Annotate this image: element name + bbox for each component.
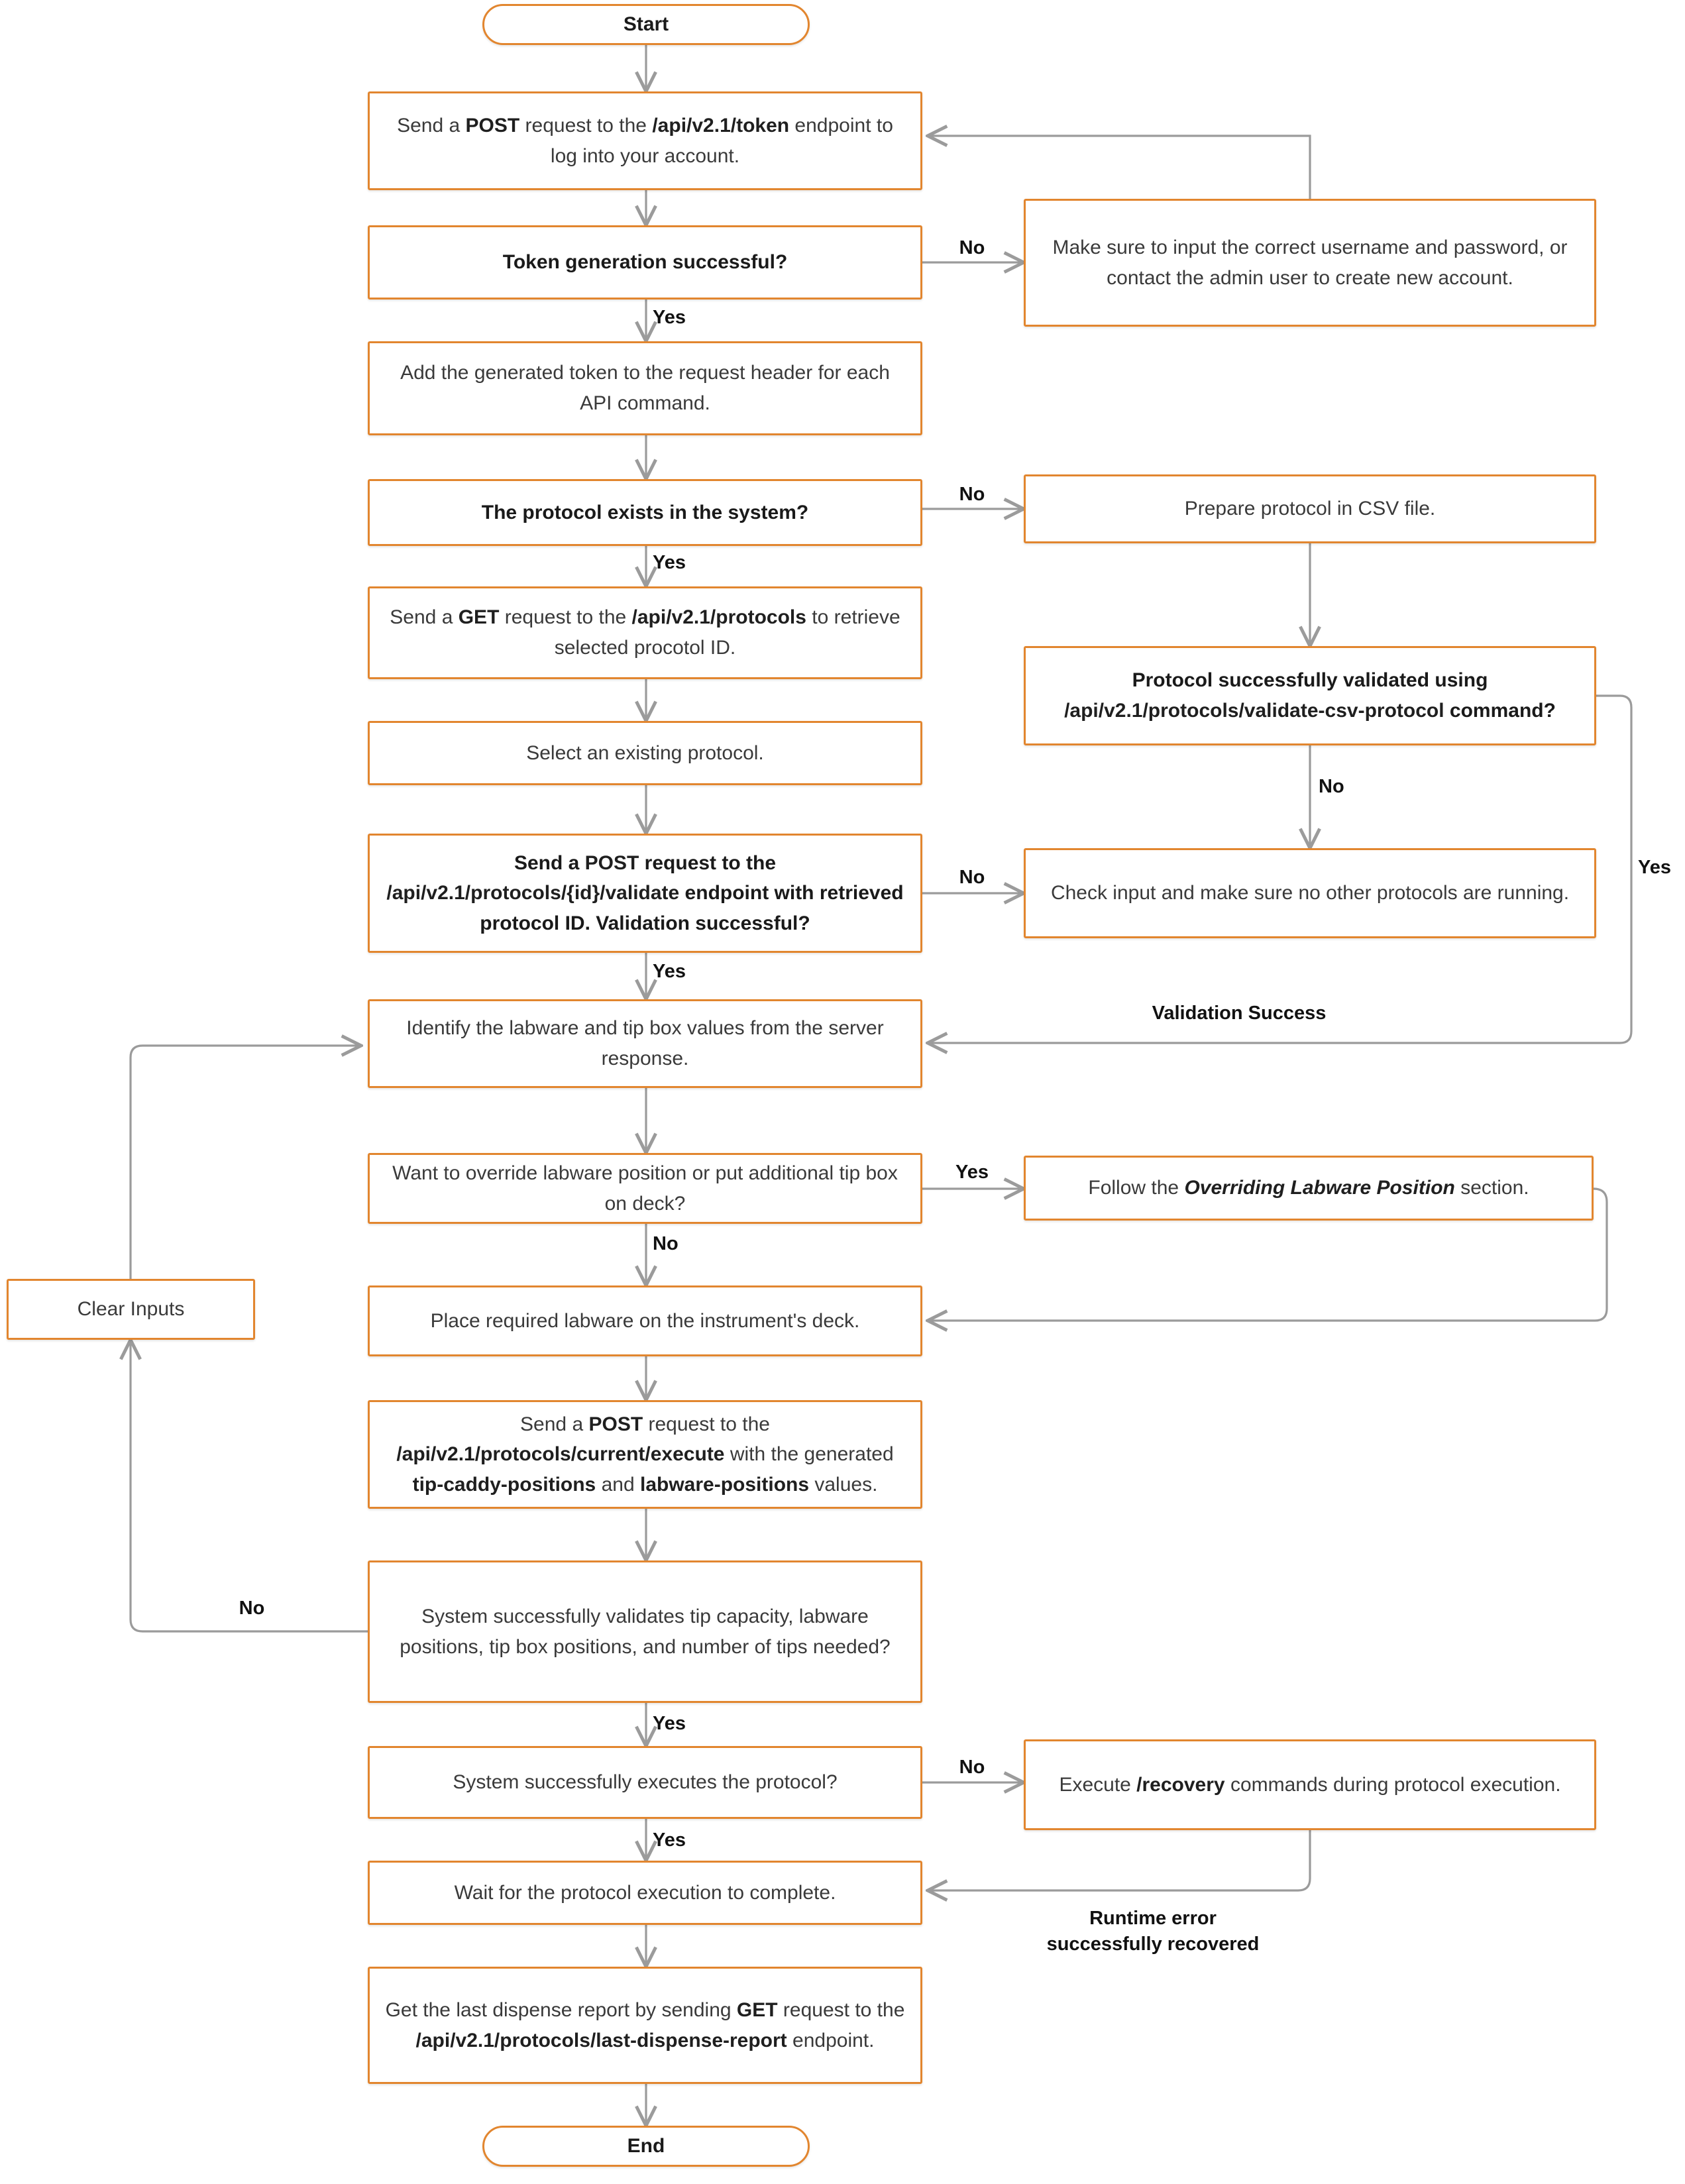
node-end[interactable]: End xyxy=(482,2126,810,2167)
edge-label-validate-csv-no: No xyxy=(1319,776,1344,797)
node-token-generation-successful[interactable]: Token generation successful? xyxy=(368,225,922,300)
node-want-override-labware-text: Want to override labware position or put… xyxy=(392,1162,898,1215)
node-start-label: Start xyxy=(623,13,669,36)
edge-system-validates-no xyxy=(131,1340,368,1633)
edge-label-system-validates-no: No xyxy=(239,1598,265,1619)
node-place-labware[interactable]: Place required labware on the instrument… xyxy=(368,1285,922,1356)
edge-label-protocol-exists-yes: Yes xyxy=(653,552,686,573)
node-protocol-exists[interactable]: The protocol exists in the system? xyxy=(368,479,922,546)
node-post-execute-text: Send a POST request to the /api/v2.1/pro… xyxy=(396,1413,894,1496)
node-select-existing-protocol[interactable]: Select an existing protocol. xyxy=(368,721,922,785)
edge-label-override-yes: Yes xyxy=(955,1162,989,1183)
edge-label-validate-csv-yes: Yes xyxy=(1638,857,1671,878)
node-validate-csv-protocol-text: Protocol successfully validated using /a… xyxy=(1064,669,1556,722)
node-token-failure-help[interactable]: Make sure to input the correct username … xyxy=(1024,199,1596,327)
node-check-input-text: Check input and make sure no other proto… xyxy=(1050,882,1570,904)
node-follow-overriding-section[interactable]: Follow the Overriding Labware Position s… xyxy=(1024,1156,1594,1221)
node-post-validate-protocol-text: Send a POST request to the /api/v2.1/pro… xyxy=(386,851,904,934)
node-post-execute[interactable]: Send a POST request to the /api/v2.1/pro… xyxy=(368,1400,922,1509)
node-clear-inputs-text: Clear Inputs xyxy=(77,1298,185,1321)
node-identify-labware-text: Identify the labware and tip box values … xyxy=(406,1017,884,1069)
edge-label-system-executes-yes: Yes xyxy=(653,1829,686,1851)
node-system-executes-text: System successfully executes the protoco… xyxy=(453,1771,838,1794)
edge-label-protocol-exists-no: No xyxy=(959,484,985,505)
edge-label-validation-success: Validation Success xyxy=(1152,1003,1327,1024)
edge-label-token-yes: Yes xyxy=(653,307,686,328)
edge-label-system-validates-yes: Yes xyxy=(653,1713,686,1734)
edge-label-system-executes-no: No xyxy=(959,1757,985,1778)
node-post-token[interactable]: Send a POST request to the /api/v2.1/tok… xyxy=(368,91,922,190)
node-token-generation-successful-text: Token generation successful? xyxy=(502,251,788,274)
node-follow-overriding-section-text: Follow the Overriding Labware Position s… xyxy=(1088,1177,1529,1199)
node-execute-recovery[interactable]: Execute /recovery commands during protoc… xyxy=(1024,1739,1596,1830)
node-add-token-header-text: Add the generated token to the request h… xyxy=(400,362,890,414)
node-post-token-text: Send a POST request to the /api/v2.1/tok… xyxy=(397,114,893,167)
edge-label-override-no: No xyxy=(653,1233,679,1254)
node-clear-inputs[interactable]: Clear Inputs xyxy=(7,1279,255,1340)
node-get-protocols-text: Send a GET request to the /api/v2.1/prot… xyxy=(390,606,900,659)
node-prepare-csv-text: Prepare protocol in CSV file. xyxy=(1184,498,1436,520)
node-token-failure-help-text: Make sure to input the correct username … xyxy=(1052,236,1568,289)
node-system-validates[interactable]: System successfully validates tip capaci… xyxy=(368,1560,922,1703)
node-identify-labware[interactable]: Identify the labware and tip box values … xyxy=(368,999,922,1088)
node-add-token-header[interactable]: Add the generated token to the request h… xyxy=(368,341,922,435)
node-protocol-exists-text: The protocol exists in the system? xyxy=(481,501,809,523)
edge-label-runtime-error-recovered: Runtime error successfully recovered xyxy=(1046,1908,1260,1955)
node-execute-recovery-text: Execute /recovery commands during protoc… xyxy=(1059,1773,1561,1796)
node-get-protocols[interactable]: Send a GET request to the /api/v2.1/prot… xyxy=(368,586,922,679)
node-start[interactable]: Start xyxy=(482,4,810,45)
node-wait-complete[interactable]: Wait for the protocol execution to compl… xyxy=(368,1861,922,1925)
edge-clear-inputs-to-identify xyxy=(129,1046,361,1279)
node-wait-complete-text: Wait for the protocol execution to compl… xyxy=(454,1881,836,1904)
edge-label-post-validate-yes: Yes xyxy=(653,961,686,982)
node-validate-csv-protocol[interactable]: Protocol successfully validated using /a… xyxy=(1024,646,1596,745)
node-post-validate-protocol[interactable]: Send a POST request to the /api/v2.1/pro… xyxy=(368,834,922,953)
node-prepare-csv[interactable]: Prepare protocol in CSV file. xyxy=(1024,474,1596,543)
edge-label-token-no: No xyxy=(959,237,985,258)
edge-label-post-validate-no: No xyxy=(959,867,985,888)
node-system-executes[interactable]: System successfully executes the protoco… xyxy=(368,1746,922,1819)
node-place-labware-text: Place required labware on the instrument… xyxy=(430,1309,860,1332)
node-get-dispense-report[interactable]: Get the last dispense report by sending … xyxy=(368,1967,922,2084)
node-check-input[interactable]: Check input and make sure no other proto… xyxy=(1024,848,1596,938)
edge-recovery-to-wait-complete xyxy=(928,1830,1311,1890)
node-system-validates-text: System successfully validates tip capaci… xyxy=(400,1605,891,1658)
node-want-override-labware[interactable]: Want to override labware position or put… xyxy=(368,1153,922,1224)
node-get-dispense-report-text: Get the last dispense report by sending … xyxy=(385,1998,905,2051)
node-end-label: End xyxy=(627,2135,665,2157)
node-select-existing-protocol-text: Select an existing protocol. xyxy=(526,741,764,764)
